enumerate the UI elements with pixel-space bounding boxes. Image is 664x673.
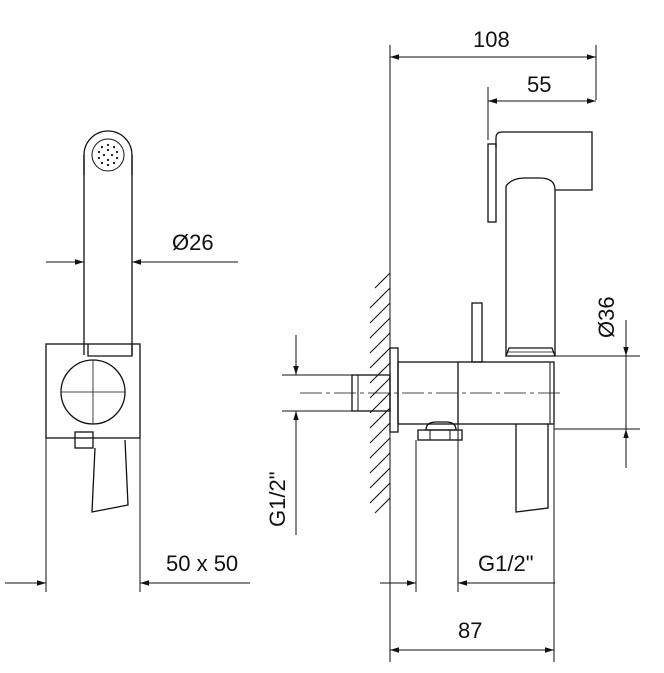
overall-width-label: 108 [473,27,510,52]
handset-side [487,131,593,357]
plate-size-label: 50 x 50 [166,551,238,576]
side-view [282,45,640,662]
head-diameter-label: Ø26 [172,230,214,255]
valve-lever [471,302,483,363]
projection-label: 87 [458,618,482,643]
hose-diameter-label: Ø36 [594,296,619,338]
handset-length-label: 55 [527,72,551,97]
spray-nozzle-holes [97,143,119,167]
spray-head [83,130,133,175]
hose-front [91,439,129,513]
front-view [5,130,250,592]
outlet-thread-label: G1/2" [478,551,534,576]
inlet-thread-label: G1/2" [265,471,290,527]
wall-hatching [369,270,391,514]
wall-flange [389,347,399,433]
hose-side [515,424,549,513]
outlet-nut [417,421,463,441]
